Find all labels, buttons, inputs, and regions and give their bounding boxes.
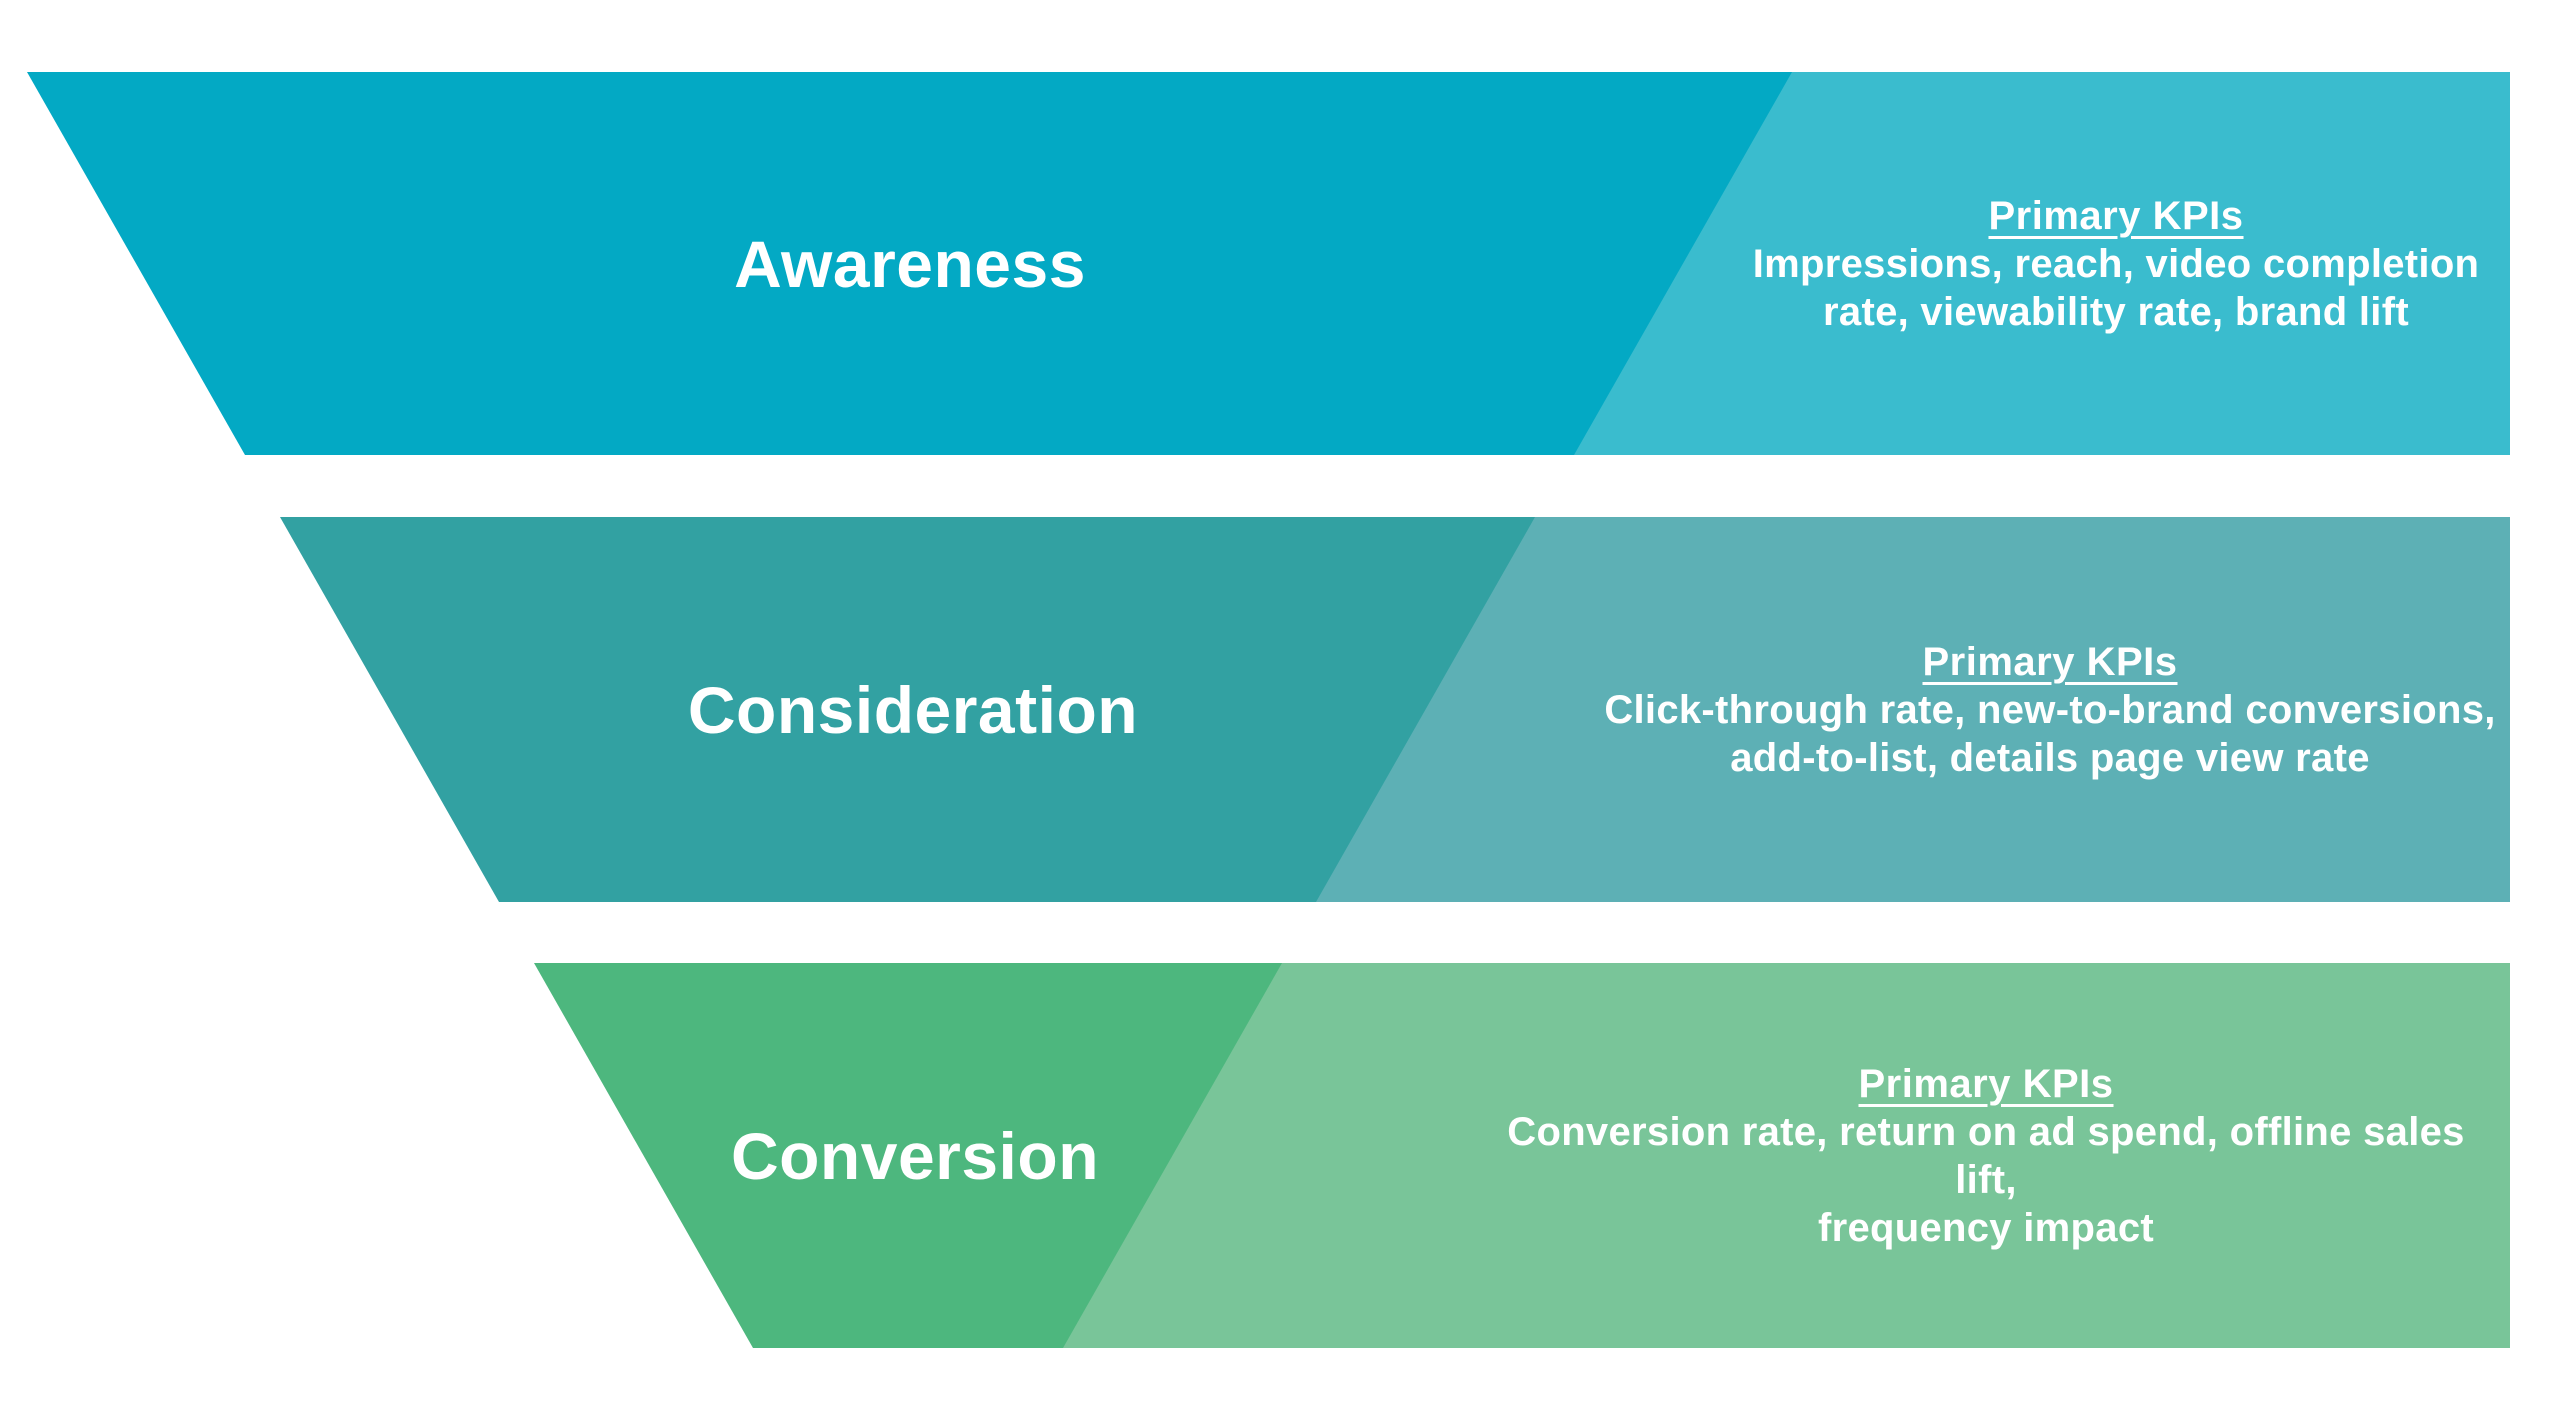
awareness-kpi-block: Primary KPIs Impressions, reach, video c… <box>1736 72 2496 455</box>
stage-label-awareness: Awareness <box>734 226 1086 301</box>
kpi-text-line: add-to-list, details page view rate <box>1730 735 2370 780</box>
kpi-text-line: rate, viewability rate, brand lift <box>1823 289 2409 334</box>
funnel-stage-conversion: Conversion Primary KPIs Conversion rate,… <box>534 963 2510 1348</box>
stage-label-conversion: Conversion <box>730 1118 1100 1193</box>
kpi-text-line: Impressions, reach, video completion <box>1752 241 2480 286</box>
kpi-heading: Primary KPIs <box>1988 193 2244 238</box>
kpi-heading: Primary KPIs <box>1858 1061 2114 1106</box>
consideration-kpi-block: Primary KPIs Click-through rate, new-to-… <box>1590 517 2510 902</box>
stage-label-consideration: Consideration <box>687 672 1139 747</box>
consideration-light-panel <box>1316 517 2510 902</box>
conversion-kpi-block: Primary KPIs Conversion rate, return on … <box>1486 963 2486 1348</box>
conversion-light-panel <box>1063 963 2510 1348</box>
kpi-heading: Primary KPIs <box>1922 639 2178 684</box>
funnel-stage-consideration: Consideration Primary KPIs Click-through… <box>280 517 2510 902</box>
kpi-text-line: frequency impact <box>1817 1205 2154 1250</box>
funnel-stage-awareness: Awareness Primary KPIs Impressions, reac… <box>27 72 2510 455</box>
kpi-text-line: Conversion rate, return on ad spend, off… <box>1507 1109 2465 1202</box>
kpi-text-line: Click-through rate, new-to-brand convers… <box>1604 687 2496 732</box>
